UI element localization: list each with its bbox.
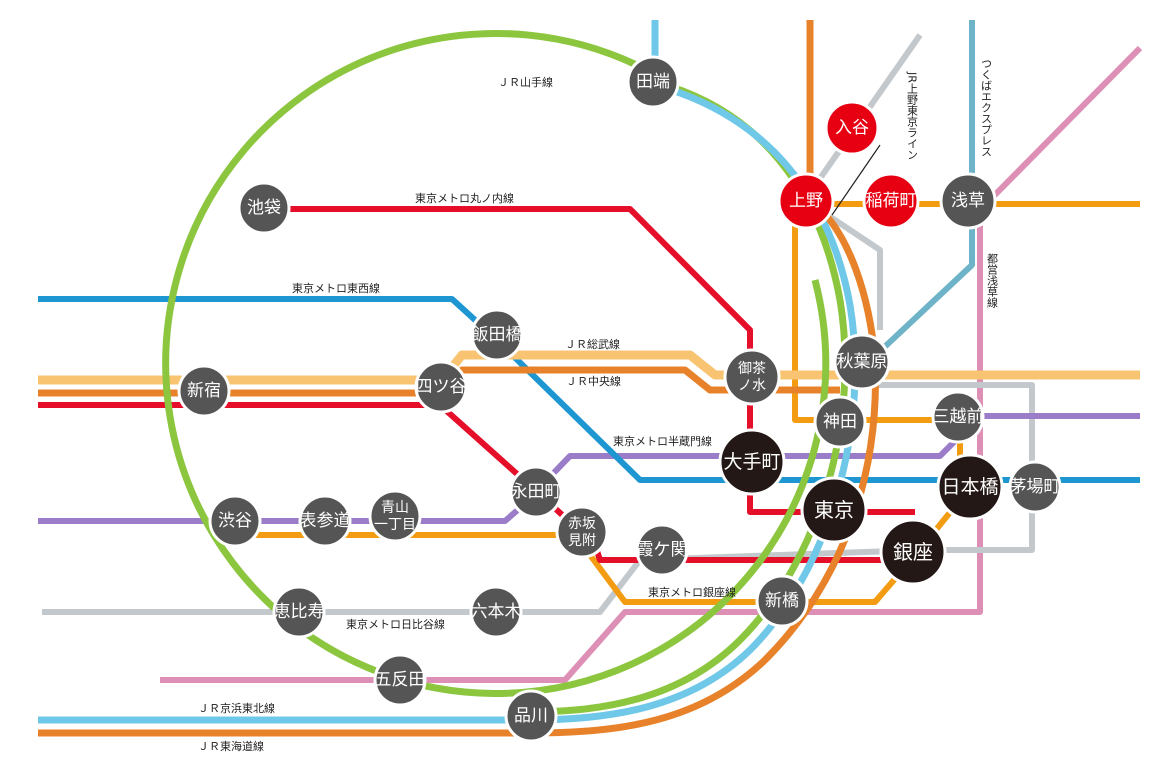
label-tokaido: ＪＲ東海道線 [198, 739, 264, 753]
station-label: 入谷 [835, 118, 869, 138]
label-sobu: ＪＲ総武線 [565, 337, 620, 351]
station-label: 大手町 [723, 451, 780, 473]
station-label: 新橋 [765, 591, 799, 611]
station-gotanda[interactable]: 五反田 [373, 653, 427, 707]
station-akasaka-mitsuke[interactable]: 赤坂見附 [555, 505, 609, 559]
station-iidabashi[interactable]: 飯田橋 [470, 308, 524, 362]
label-hibiya: 東京メトロ日比谷線 [346, 617, 445, 631]
station-label: 表参道 [300, 511, 351, 531]
line-jr-tokaido [38, 20, 879, 737]
label-marunouchi: 東京メトロ丸ノ内線 [415, 191, 514, 205]
station-label: 渋谷 [218, 511, 252, 531]
line-jr-keihin-tohoku [38, 20, 859, 724]
station-iriya[interactable]: 入谷 [824, 100, 880, 156]
station-label: 神田 [823, 412, 857, 432]
station-tokyo[interactable]: 東京 [800, 476, 868, 544]
station-kanda[interactable]: 神田 [813, 395, 867, 449]
label-keihin-tohoku: ＪＲ京浜東北線 [198, 701, 275, 715]
station-omotesando[interactable]: 表参道 [298, 494, 352, 548]
station-yotsuya[interactable]: 四ツ谷 [414, 360, 468, 414]
label-tsukuba: つくばエクスプレス [980, 58, 993, 157]
station-label: 恵比寿 [274, 602, 325, 622]
station-label: 東京 [814, 498, 854, 522]
station-label: 御茶ノ水 [738, 361, 766, 394]
station-label: 六本木 [471, 602, 522, 622]
station-shinjuku[interactable]: 新宿 [177, 364, 231, 418]
station-label: 浅草 [951, 191, 985, 211]
station-label: 霞ケ関 [637, 540, 688, 560]
station-label: 新宿 [187, 381, 221, 401]
station-kayabacho[interactable]: 茅場町 [1008, 460, 1062, 514]
label-yamanote: ＪＲ山手線 [498, 75, 553, 89]
station-label: 品川 [514, 706, 548, 726]
station-ueno[interactable]: 上野 [777, 172, 835, 230]
station-tabata[interactable]: 田端 [626, 55, 680, 109]
label-ueno-tokyo: JR上野東京ライン [906, 71, 919, 160]
station-ikebukuro[interactable]: 池袋 [237, 181, 291, 235]
station-ebisu[interactable]: 恵比寿 [272, 585, 326, 639]
station-label: 日本橋 [941, 476, 998, 498]
station-label: 飯田橋 [472, 325, 523, 345]
station-label: 池袋 [247, 198, 281, 218]
station-label: 三越前 [933, 407, 984, 427]
station-ochanomizu[interactable]: 御茶ノ水 [723, 348, 781, 406]
station-label: 四ツ谷 [416, 377, 467, 397]
label-hanzomon: 東京メトロ半蔵門線 [613, 434, 712, 448]
station-kasumigaseki[interactable]: 霞ケ関 [635, 523, 689, 577]
line-jr-sobu [38, 350, 1140, 385]
station-roppongi[interactable]: 六本木 [469, 585, 523, 639]
station-nihombashi[interactable]: 日本橋 [936, 453, 1004, 521]
station-label: 銀座 [893, 540, 933, 564]
station-label: 上野 [789, 191, 823, 211]
station-asakusa[interactable]: 浅草 [939, 172, 997, 230]
station-label: 永田町 [511, 482, 562, 502]
station-inaricho[interactable]: 稲荷町 [862, 172, 920, 230]
station-otemachi[interactable]: 大手町 [718, 428, 786, 496]
station-nagatacho[interactable]: 永田町 [509, 465, 563, 519]
station-label: 五反田 [375, 670, 426, 690]
station-label: 秋葉原 [837, 352, 888, 372]
station-shimbashi[interactable]: 新橋 [755, 574, 809, 628]
line-jr-yamanote [162, 30, 830, 697]
label-chuo: ＪＲ中央線 [566, 374, 621, 388]
station-label: 赤坂見附 [568, 516, 596, 549]
line-tsukuba-express [857, 20, 975, 373]
station-mitsukoshimae[interactable]: 三越前 [931, 390, 985, 444]
station-ginza[interactable]: 銀座 [879, 518, 947, 586]
station-shibuya[interactable]: 渋谷 [208, 494, 262, 548]
label-ginza: 東京メトロ銀座線 [648, 585, 736, 599]
label-asakusa: 都営浅草線 [986, 253, 999, 308]
station-label: 田端 [636, 72, 670, 92]
station-label: 茅場町 [1010, 477, 1061, 497]
station-aoyama-itchome[interactable]: 青山一丁目 [368, 489, 422, 543]
label-tozai: 東京メトロ東西線 [292, 281, 380, 295]
ueno-tokyo-pointer [831, 144, 881, 216]
station-akihabara[interactable]: 秋葉原 [833, 333, 891, 391]
station-shinagawa[interactable]: 品川 [504, 689, 558, 743]
station-label: 青山一丁目 [374, 500, 416, 533]
station-label: 稲荷町 [866, 191, 917, 211]
